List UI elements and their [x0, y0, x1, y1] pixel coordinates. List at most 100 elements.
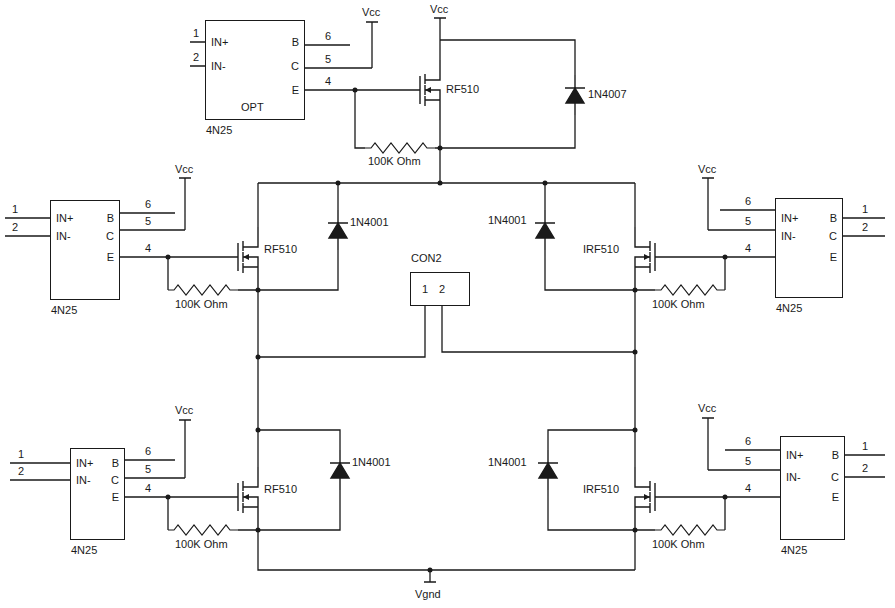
pin-number: 1	[12, 203, 18, 216]
pin-name: E	[112, 491, 119, 504]
mosfet-symbol	[221, 227, 258, 287]
mosfet-symbol	[221, 467, 258, 527]
pin-number: 2	[439, 283, 445, 296]
junction-dot	[633, 528, 638, 533]
junction-dot	[336, 181, 341, 186]
pin-number: 2	[193, 51, 199, 64]
part-number: 4N25	[781, 544, 807, 557]
pin-number: 1	[422, 283, 428, 296]
supply-label: Vcc	[362, 6, 380, 19]
pin-name: C	[106, 230, 114, 243]
supply-label: Vcc	[175, 163, 193, 176]
part-number: IRF510	[583, 483, 619, 496]
pin-name: IN+	[781, 212, 798, 225]
mosfet-symbol	[635, 227, 672, 287]
wire	[258, 306, 635, 357]
pin-name: IN-	[76, 474, 91, 487]
junction-dot	[256, 288, 261, 293]
pin-number: 6	[745, 435, 751, 448]
pin-name: C	[111, 474, 119, 487]
part-number: RF510	[264, 243, 297, 256]
device-label: OPT	[241, 101, 264, 114]
pin-name: C	[831, 471, 839, 484]
junction-dot	[256, 428, 261, 433]
pin-number: 2	[862, 462, 868, 475]
junction-dot	[633, 428, 638, 433]
wire	[168, 183, 338, 290]
part-number: RF510	[446, 83, 479, 96]
supply-label: Vcc	[430, 3, 448, 16]
optocoupler-box: IN+BIN-CEOPT4N25	[205, 20, 305, 120]
pin-number: 4	[145, 482, 151, 495]
optocoupler-box: IN+BIN-CE4N25	[70, 448, 125, 540]
diode-symbol	[535, 210, 555, 250]
pin-number: 2	[12, 221, 18, 234]
pin-name: B	[107, 212, 114, 225]
optocoupler-box: IN+BIN-CE4N25	[780, 436, 845, 540]
pin-name: B	[830, 212, 837, 225]
pin-name: B	[112, 457, 119, 470]
wire	[5, 18, 885, 582]
junction-dot	[256, 355, 261, 360]
part-number: 1N4001	[488, 456, 527, 469]
supply-label: Vgnd	[415, 588, 441, 601]
pin-name: E	[832, 491, 839, 504]
supply-label: Vcc	[175, 404, 193, 417]
pin-number: 4	[745, 482, 751, 495]
part-number: 1N4007	[588, 88, 627, 101]
junction-dot	[166, 255, 171, 260]
resistor-value: 100K Ohm	[368, 155, 421, 168]
part-number: 4N25	[776, 302, 802, 315]
pin-number: 1	[862, 203, 868, 216]
part-number: RF510	[264, 483, 297, 496]
mosfet-symbol	[635, 467, 672, 527]
pin-name: IN+	[211, 36, 228, 49]
pin-number: 5	[325, 53, 331, 66]
pin-number: 5	[145, 463, 151, 476]
pin-name: E	[830, 251, 837, 264]
diode-symbol	[328, 210, 348, 250]
resistor-value: 100K Ohm	[175, 538, 228, 551]
pin-name: B	[292, 36, 299, 49]
part-number: 4N25	[51, 304, 77, 317]
pin-name: C	[829, 230, 837, 243]
part-number: 1N4001	[350, 216, 389, 229]
connector-box: CON212	[410, 272, 470, 306]
pin-number: 2	[18, 465, 24, 478]
mosfet-symbol	[403, 60, 440, 120]
pin-number: 5	[745, 455, 751, 468]
junction-dot	[543, 181, 548, 186]
pin-name: IN-	[781, 230, 796, 243]
pin-name: IN-	[56, 230, 71, 243]
pin-number: 6	[145, 445, 151, 458]
part-number: 4N25	[71, 544, 97, 557]
resistor-value: 100K Ohm	[652, 298, 705, 311]
pin-name: IN+	[56, 212, 73, 225]
junction-dot	[353, 88, 358, 93]
optocoupler-box: IN+BIN-CE4N25	[775, 198, 843, 298]
junction-dot	[166, 495, 171, 500]
pin-number: 2	[862, 221, 868, 234]
resistor-value: 100K Ohm	[652, 538, 705, 551]
pin-number: 5	[145, 215, 151, 228]
junction-dots	[166, 88, 728, 573]
part-number: 1N4001	[352, 456, 391, 469]
resistor-symbol	[655, 285, 725, 295]
junction-dot	[438, 181, 443, 186]
pin-number: 1	[18, 448, 24, 461]
pin-name: E	[107, 251, 114, 264]
part-number: IRF510	[583, 243, 619, 256]
pin-number: 4	[145, 242, 151, 255]
pin-number: 4	[745, 242, 751, 255]
part-number: 4N25	[206, 124, 232, 137]
junction-dot	[256, 528, 261, 533]
wire	[10, 420, 340, 530]
pin-number: 6	[145, 198, 151, 211]
wire	[258, 183, 635, 570]
resistor-symbol	[655, 525, 725, 535]
junction-dot	[633, 288, 638, 293]
connector-label: CON2	[411, 252, 442, 265]
optocoupler-box: IN+BIN-CE4N25	[50, 200, 120, 300]
pin-name: IN-	[211, 60, 226, 73]
pin-number: 1	[862, 440, 868, 453]
